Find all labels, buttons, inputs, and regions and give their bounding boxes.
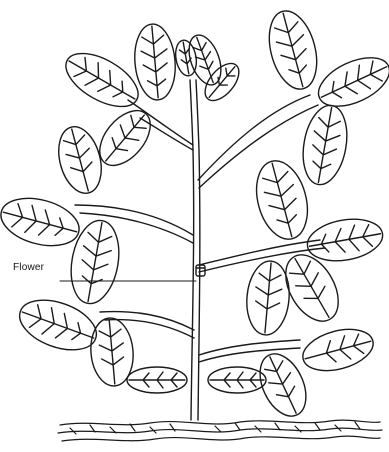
leaf-low-left-outer	[13, 291, 103, 360]
leaf-low-right-outer	[298, 322, 377, 377]
leaf-right-outer	[311, 48, 389, 116]
soil	[58, 420, 382, 441]
leaf-mid-left-upper	[52, 122, 108, 198]
main-stem	[190, 80, 200, 420]
leaf-top-mid-right	[199, 57, 246, 106]
flower-label: Flower	[13, 262, 44, 273]
leaf-low-right-upper	[244, 259, 292, 336]
leaf-right-lower	[297, 102, 352, 188]
leaf-mid-right-lower	[275, 246, 349, 330]
leaf-upper-left-outer	[57, 43, 146, 118]
branch-upper-right	[198, 95, 318, 188]
branch-upper-left	[128, 100, 193, 150]
leaf-bottom-left-small	[127, 367, 187, 393]
branch-low-right	[199, 340, 300, 362]
leaf-bottom-right-small	[208, 367, 266, 393]
leaf-top-left	[132, 22, 178, 101]
leaf-top-right	[261, 6, 324, 95]
leaf-mid-left-lower	[65, 217, 125, 308]
leaf-mid-left-outer	[0, 190, 84, 253]
